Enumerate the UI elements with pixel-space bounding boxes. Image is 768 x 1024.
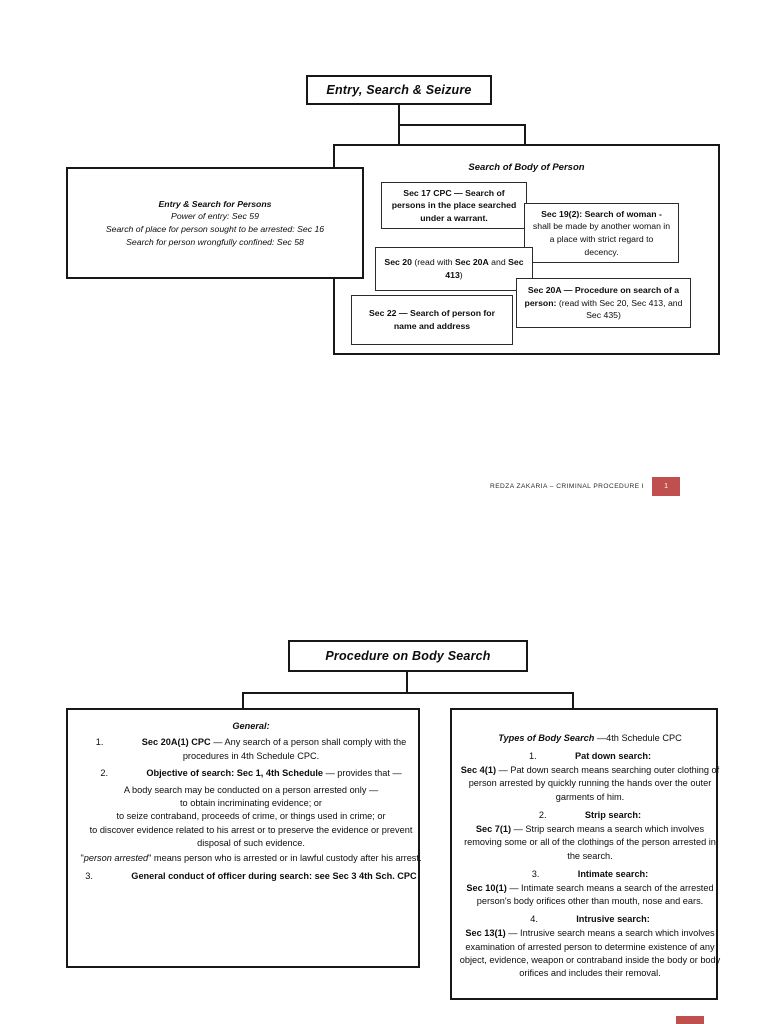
sec-19-lead: Sec 19(2): Search of woman - [541,208,662,219]
type-item-4-title: 4. Intrusive search: [458,913,722,927]
type-item-4-bold: Sec 13(1) [465,928,506,939]
diagram1-title: Entry, Search & Seizure [326,83,472,97]
types-heading-rest: —4th Schedule CPC [594,733,682,743]
sec-17-text: Sec 17 CPC — Search of persons in the pl… [382,183,526,229]
sec-17-lead: Sec 17 CPC — Search of persons [391,187,505,211]
general-item-1-number: 1. [95,737,104,748]
sec-19-rest: shall be made by another woman in a plac… [532,221,671,257]
definition-text: means person who is arrested or in lawfu… [151,853,422,864]
search-of-body-heading: Search of Body of Person [468,162,585,173]
entry-search-line-1: Power of entry: Sec 59 [171,211,259,222]
general-item-1-text: — Any search of a person shall comply wi… [182,737,407,762]
general-item-3-bold: General conduct of officer during search… [131,870,417,881]
sec-17-box: Sec 17 CPC — Search of persons in the pl… [381,182,527,229]
connector-bar-2 [242,692,574,694]
sec-22-lead: Sec 22 — Search of person for name and a… [368,308,495,331]
general-subline-4: to discover evidence related to his arre… [89,824,413,849]
sec-413-ref: Sec 413 [445,257,524,280]
entry-search-persons-content: Entry & Search for Persons Power of entr… [68,194,362,252]
type-item-3-bold: Sec 10(1) [466,882,507,893]
types-of-body-search-box: Types of Body Search —4th Schedule CPC 1… [450,708,720,1000]
type-item-3-title: 3. Intimate search: [458,868,722,882]
connector-drop-right-1 [524,124,526,144]
connector-bar-1 [398,124,526,126]
general-item-2-bold: Objective of search: Sec 1, 4th Schedule [146,767,324,778]
entry-search-line-3: Search for person wrongfully confined: S… [126,236,304,247]
type-item-1-title: 1. Pat down search: [458,750,722,764]
connector-drop-mid-1 [398,124,400,146]
type-item-4-name: Intrusive search: [576,914,650,925]
sec-20a-box: Sec 20A — Procedure on search of a perso… [516,278,691,328]
sec-20-rest: ) [459,270,463,280]
footer-label: REDZA ZAKARIA – CRIMINAL PROCEDURE I [490,483,645,490]
type-item-4-body: Sec 13(1) — Intrusive search means a sea… [458,927,722,980]
sec-17-rest: in the place searched under a warrant. [420,200,517,223]
sec-20-box: Sec 20 (read with Sec 20A and Sec 413) [375,247,533,291]
connector-stem-1 [398,105,400,126]
general-item-3-number: 3. [85,870,93,881]
definition-term: person arrested [83,853,149,864]
connector-drop-right-2 [572,692,574,708]
general-subline-3: to seize contraband, proceeds of crime, … [116,811,386,822]
types-heading: Types of Body Search —4th Schedule CPC [458,732,722,745]
connector-stem-2 [406,672,408,694]
general-heading: General: [232,721,270,731]
sec-22-text: Sec 22 — Search of person for name and a… [352,303,512,336]
sec-19-text: Sec 19(2): Search of woman - shall be ma… [525,204,678,262]
type-item-3-text: — Intimate search means a search of the … [476,882,714,907]
general-definition: "person arrested" means person who is ar… [76,852,426,865]
type-item-2-text: — Strip search means a search which invo… [464,823,716,861]
definition-quote-close: " [148,853,152,864]
type-item-4-number: 4. [530,914,538,925]
general-item-2-text: — provides that — [323,767,402,778]
type-item-3-number: 3. [531,869,540,879]
entry-search-line-2: Search of place for person sought to be … [105,224,325,234]
diagram2-title: Procedure on Body Search [325,649,491,663]
page-footer: REDZA ZAKARIA – CRIMINAL PROCEDURE I 1 [490,477,681,496]
general-subline-1: A body search may be conducted on a pers… [123,784,379,795]
type-item-1-name: Pat down search: [574,751,652,762]
type-item-2-number: 2. [538,810,547,821]
diagram2-title-box: Procedure on Body Search [288,640,528,672]
page-number-badge: 1 [652,477,681,496]
sec-20a-rest: (read with Sec 20, Sec 413, and Sec 435) [556,297,683,321]
general-item-1: 1. Sec 20A(1) CPC — Any search of a perso… [76,736,426,764]
sec-20a-text: Sec 20A — Procedure on search of a perso… [517,280,690,326]
type-item-4-text: — Intrusive search means a search which … [459,928,721,979]
sec-20-mid: (read with [411,257,455,268]
general-content: General: 1. Sec 20A(1) CPC — Any search o… [68,710,434,894]
connector-drop-left-2 [242,692,244,708]
general-item-2: 2. Objective of search: Sec 1, 4th Schedu… [76,767,426,781]
general-item-2-number: 2. [100,767,109,778]
sec-22-box: Sec 22 — Search of person for name and a… [351,295,513,345]
sec-20a-lead: Sec 20A — Procedure on search of a perso… [524,285,680,308]
type-item-2-bold: Sec 7(1) [475,823,512,834]
sec-20-lead: Sec 20 [384,257,412,268]
type-item-1-text: — Pat down search means searching outer … [468,765,720,802]
type-item-3-body: Sec 10(1) — Intimate search means a sear… [458,882,722,909]
type-item-1-number: 1. [528,751,537,762]
sec-20a-ref: Sec 20A [454,257,489,268]
type-item-1-bold: Sec 4(1) [460,765,497,776]
general-subline-2: to obtain incriminating evidence; or [180,798,322,809]
next-page-badge-partial [676,1016,704,1024]
entry-search-persons-box: Entry & Search for Persons Power of entr… [66,167,364,279]
types-content: Types of Body Search —4th Schedule CPC 1… [452,710,728,989]
general-box: General: 1. Sec 20A(1) CPC — Any search o… [66,708,422,968]
type-item-2-body: Sec 7(1) — Strip search means a search w… [458,823,722,863]
entry-search-persons-heading: Entry & Search for Persons [158,198,272,209]
general-item-1-bold: Sec 20A(1) CPC [141,737,211,748]
sec-20-mid2: and [488,257,509,268]
definition-quote-open: " [80,853,84,864]
type-item-3-name: Intimate search: [577,869,649,879]
types-heading-bold: Types of Body Search [498,733,595,743]
type-item-2-title: 2. Strip search: [458,809,722,823]
type-item-1-body: Sec 4(1) — Pat down search means searchi… [458,764,722,804]
diagram1-title-box: Entry, Search & Seizure [306,75,492,105]
sec-19-box: Sec 19(2): Search of woman - shall be ma… [524,203,679,263]
type-item-2-name: Strip search: [584,810,642,821]
general-item-3: 3. General conduct of officer during sear… [76,870,426,884]
sec-20-text: Sec 20 (read with Sec 20A and Sec 413) [376,252,532,285]
